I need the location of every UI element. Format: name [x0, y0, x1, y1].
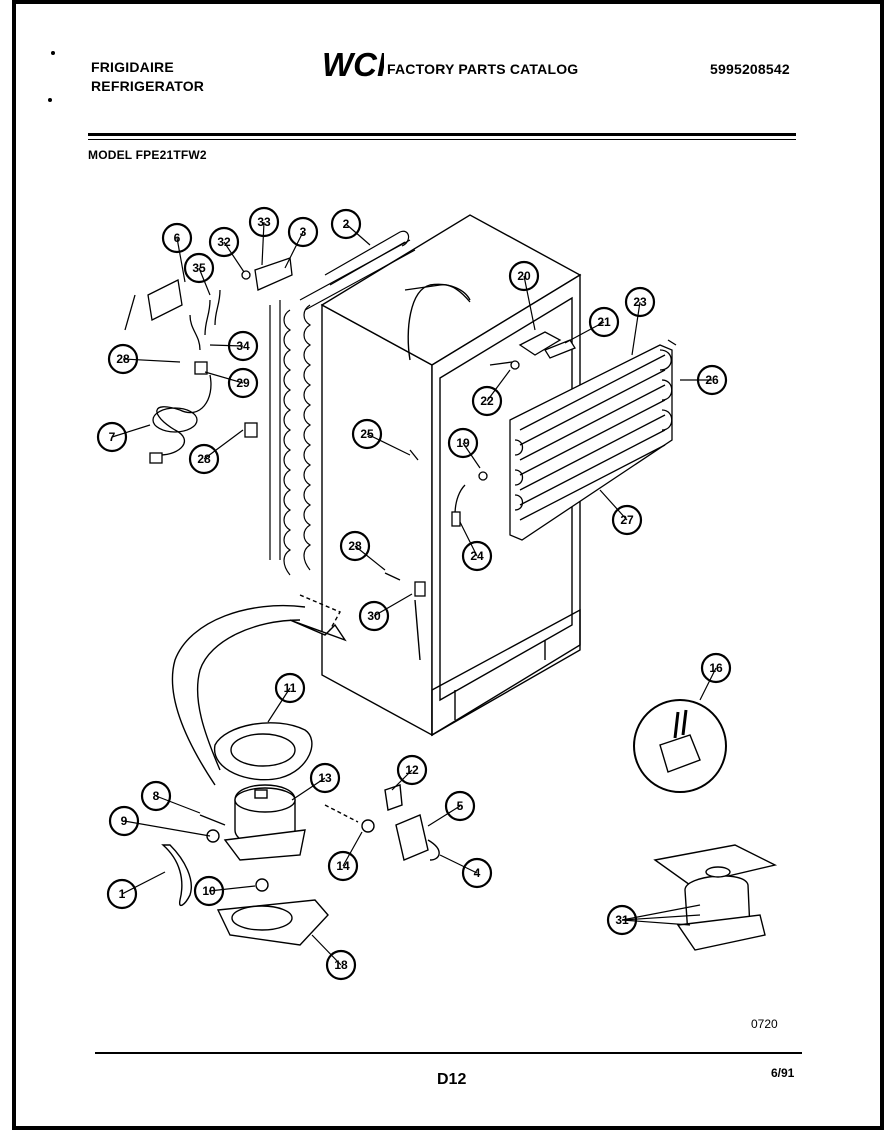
callout-number: 3 [300, 225, 307, 239]
refrigerator-cabinet [320, 214, 582, 737]
callout-leader [111, 424, 151, 438]
callout-leader [631, 301, 641, 356]
callout-leader [121, 871, 166, 895]
callout-leader [366, 433, 411, 456]
callout-leader [209, 344, 244, 347]
product-type: REFRIGERATOR [91, 78, 205, 94]
callout-number: 23 [633, 295, 647, 309]
callout-leader [621, 919, 691, 926]
callout-number: 4 [474, 866, 481, 880]
callout-leader [122, 358, 181, 363]
left-electrical-parts [124, 257, 293, 464]
scan-speck [51, 51, 55, 55]
header-rule-thin [88, 139, 796, 140]
compressor-group [161, 722, 440, 946]
cabinet-small-parts [384, 284, 576, 597]
callout-number: 21 [597, 315, 611, 329]
callout-leader [267, 687, 291, 723]
callout-leader [203, 429, 244, 460]
brand-name: FRIGIDAIRE [91, 59, 174, 75]
callout-leader [198, 267, 211, 296]
callout-leader [345, 223, 371, 246]
callout-leader [204, 371, 244, 384]
scan-speck [48, 98, 52, 102]
callout-leader [486, 369, 511, 402]
callout-number: 26 [705, 373, 719, 387]
leader-lines [111, 221, 717, 966]
catalog-title: FACTORY PARTS CATALOG [387, 61, 579, 77]
callout-leader [699, 667, 717, 701]
callout-leader [373, 593, 413, 617]
callout-leader [462, 442, 481, 469]
assembly-arrow [171, 594, 347, 786]
callout-leader [123, 820, 211, 837]
callout-leader [427, 805, 461, 827]
footer-rule [95, 1052, 802, 1054]
callout-number: 16 [709, 661, 723, 675]
callout-leader [342, 831, 363, 867]
evaporator-assembly [509, 339, 677, 541]
callout-number: 5 [457, 799, 464, 813]
page-code: D12 [437, 1071, 467, 1088]
callout-number: 11 [284, 681, 297, 695]
callout-leader [564, 321, 605, 344]
logo-text: WCI [322, 48, 384, 82]
callout-leader [621, 904, 701, 921]
page-border [12, 0, 884, 1130]
catalog-part-number: 5995208542 [710, 61, 790, 77]
callout-leader [311, 934, 342, 966]
condenser-coil [269, 230, 416, 576]
callout-leader [621, 914, 701, 921]
relay-detail [633, 699, 727, 793]
callout-leader [459, 521, 478, 557]
callout-leader [208, 885, 256, 892]
callout-leader [284, 231, 304, 269]
callout-leader [261, 221, 265, 266]
alternate-compressor [653, 844, 778, 951]
callout-leader [439, 854, 478, 874]
callout-number: 24 [470, 549, 484, 563]
callout-number: 33 [257, 215, 271, 229]
callout-leader [291, 777, 326, 801]
callout-leader [523, 275, 536, 331]
callout-leader [223, 241, 245, 273]
model-number: MODEL FPE21TFW2 [88, 148, 207, 162]
callout-number: 34 [236, 339, 250, 353]
revision-date: 6/91 [771, 1066, 795, 1080]
callout-leader [155, 795, 201, 814]
callout-number: 13 [318, 771, 332, 785]
header-rule [88, 133, 796, 136]
callout-leader [176, 237, 186, 283]
callout-number: 29 [236, 376, 250, 390]
page-border-top [12, 0, 884, 4]
callout-leader [354, 545, 386, 571]
wci-logo: WCI [322, 48, 384, 82]
drawing-code: 0720 [751, 1017, 778, 1031]
callout-leader [391, 769, 413, 791]
callout-leader [599, 489, 628, 521]
